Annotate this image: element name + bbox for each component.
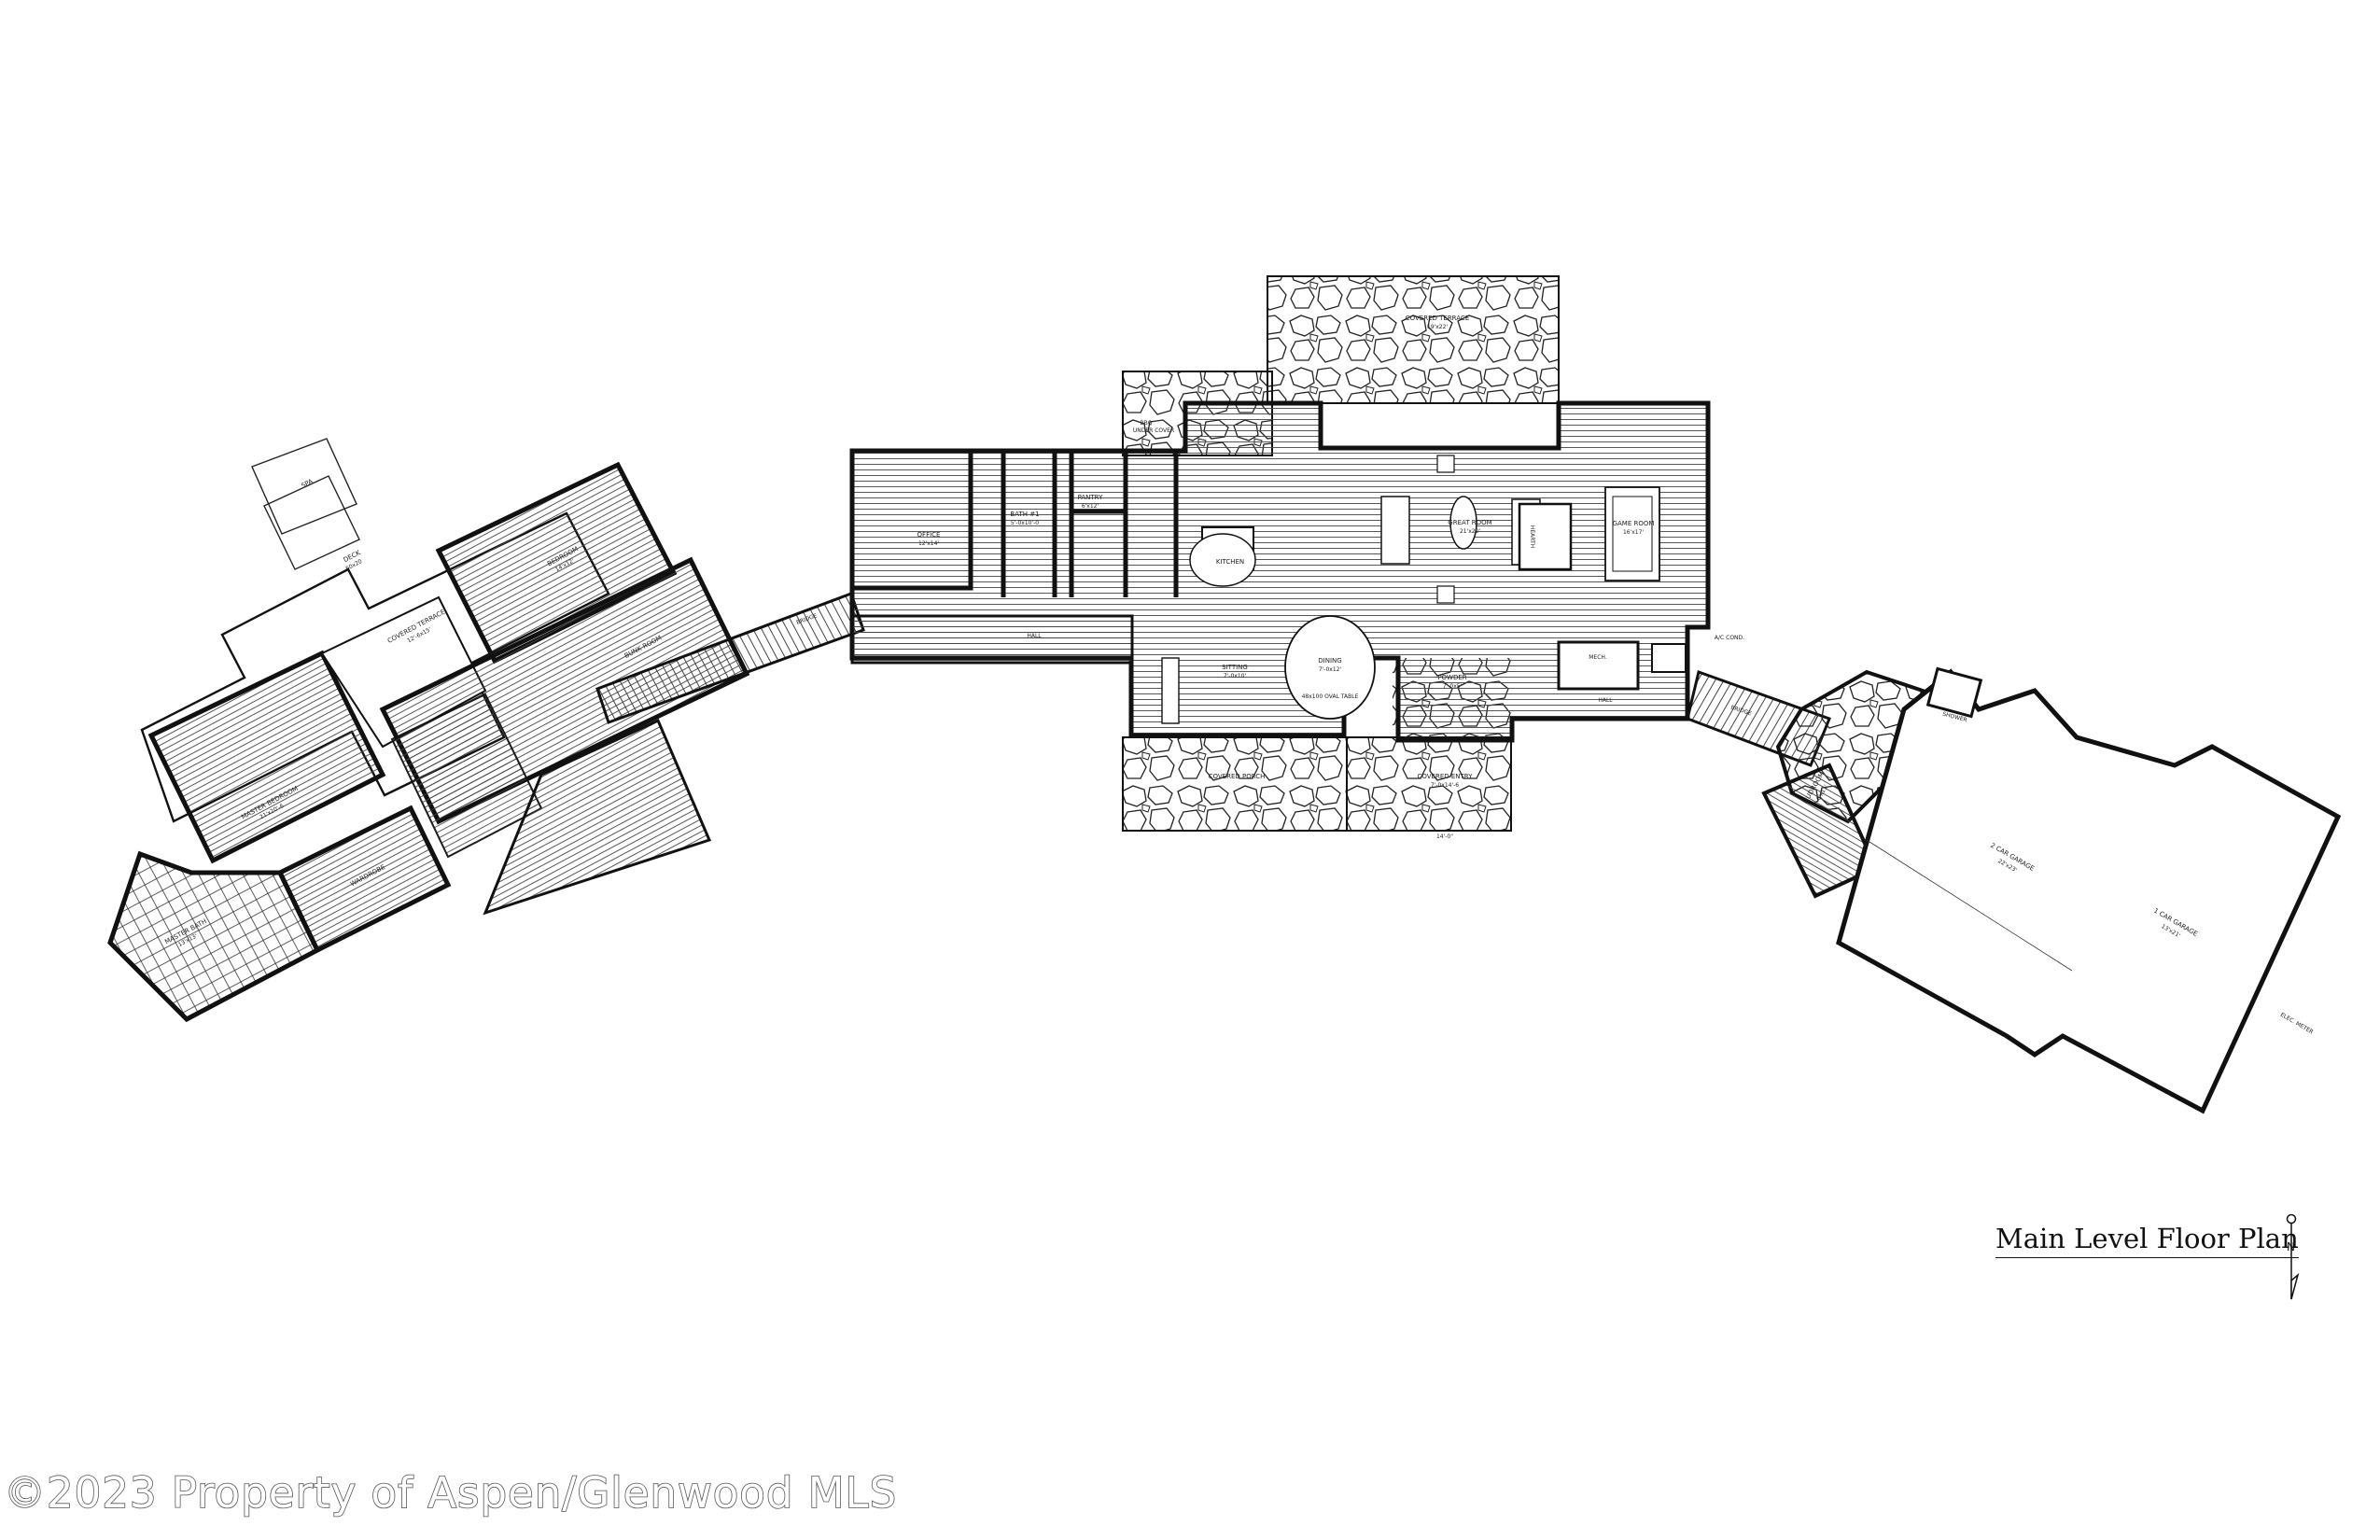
sofa-left bbox=[1380, 496, 1410, 565]
north-letter: N bbox=[2287, 1240, 2295, 1253]
master-bath-floor bbox=[107, 850, 321, 1023]
label-bbq: BBQ bbox=[1141, 420, 1153, 427]
label-kitchen: KITCHEN bbox=[1216, 558, 1244, 566]
spa-outline bbox=[263, 475, 360, 570]
label-game-room: GAME ROOM bbox=[1613, 520, 1655, 527]
master-suite-floor bbox=[147, 650, 386, 864]
label-powder: POWDER bbox=[1437, 674, 1466, 681]
label-sitting: SITTING bbox=[1222, 664, 1248, 671]
spa bbox=[251, 438, 357, 535]
west-wing bbox=[107, 438, 865, 1023]
label-pantry-dim: 6'x12' bbox=[1082, 503, 1099, 510]
mudroom-wall bbox=[1126, 448, 1179, 597]
label-office: OFFICE bbox=[917, 531, 941, 539]
covered-porch-stone bbox=[1122, 736, 1348, 832]
kitchen-table bbox=[1189, 533, 1256, 587]
label-dining: DINING bbox=[1318, 657, 1341, 665]
hearth-block bbox=[1518, 502, 1573, 571]
label-bath1-dim: 5'-0x10'-0 bbox=[1011, 520, 1039, 526]
coffee-table bbox=[1449, 496, 1477, 550]
central-building bbox=[849, 275, 1711, 832]
game-table-inner bbox=[1612, 496, 1653, 572]
ac-unit bbox=[1651, 643, 1687, 673]
north-terrace-stone bbox=[1267, 275, 1560, 404]
label-pantry: PANTRY bbox=[1078, 494, 1103, 501]
label-bath1: BATH #1 bbox=[1010, 511, 1039, 518]
label-office-dim: 12'x14' bbox=[918, 540, 939, 547]
label-covered-terrace-north: COVERED TERRACE bbox=[1406, 315, 1470, 322]
label-sitting-dim: 7'-0x10' bbox=[1224, 673, 1247, 679]
label-covered-entry-dim: 7'-0x14'-6 bbox=[1431, 782, 1459, 789]
label-bbq-sub: UNDER COVER bbox=[1133, 427, 1174, 434]
office-walls bbox=[849, 448, 973, 591]
garage bbox=[1836, 668, 2342, 1114]
chair-2 bbox=[1436, 585, 1455, 604]
covered-entry-stone bbox=[1346, 736, 1512, 832]
label-hearth: HEARTH bbox=[1529, 525, 1535, 548]
label-ac-cond: A/C COND. bbox=[1715, 635, 1744, 641]
label-great-room: GREAT ROOM bbox=[1448, 519, 1491, 526]
label-powder-dim: 7'-0x5' bbox=[1443, 683, 1463, 690]
label-covered-porch: COVERED PORCH bbox=[1209, 773, 1266, 780]
label-mech: MECH. bbox=[1589, 654, 1607, 661]
west-lower-hall bbox=[483, 718, 712, 916]
label-covered-entry: COVERED ENTRY bbox=[1417, 773, 1473, 780]
sitting-sofa bbox=[1161, 657, 1180, 724]
dining-table bbox=[1284, 615, 1376, 720]
mls-watermark: ©2023 Property of Aspen/Glenwood MLS bbox=[3, 1467, 898, 1519]
label-dining-dim: 7'-0x12' bbox=[1319, 666, 1342, 673]
label-elec-meter: ELEC. METER bbox=[2279, 1012, 2315, 1036]
label-entry-dim: 14'-0" bbox=[1436, 833, 1453, 840]
game-table bbox=[1604, 486, 1660, 581]
label-covered-terrace-north-dim: 19'x22' bbox=[1427, 324, 1448, 330]
label-hall: HALL bbox=[1027, 633, 1042, 639]
label-game-room-dim: 16'x17' bbox=[1623, 529, 1644, 536]
central-hall bbox=[850, 614, 1134, 665]
mech-room bbox=[1557, 640, 1640, 691]
garage-divider bbox=[1866, 839, 2073, 972]
shower-room bbox=[1925, 666, 1983, 719]
east-wing bbox=[1686, 666, 2342, 1114]
label-great-room-dim: 21'x22' bbox=[1460, 528, 1480, 535]
label-hall-east: HALL bbox=[1598, 697, 1613, 704]
label-spa: SPA bbox=[300, 478, 314, 490]
label-oval-table: 48x100 OVAL TABLE bbox=[1302, 693, 1359, 700]
north-arrow-icon: N bbox=[2286, 1213, 2300, 1300]
bath-walls bbox=[1001, 451, 1128, 597]
chair-1 bbox=[1436, 455, 1455, 473]
plan-title: Main Level Floor Plan bbox=[1995, 1223, 2299, 1258]
